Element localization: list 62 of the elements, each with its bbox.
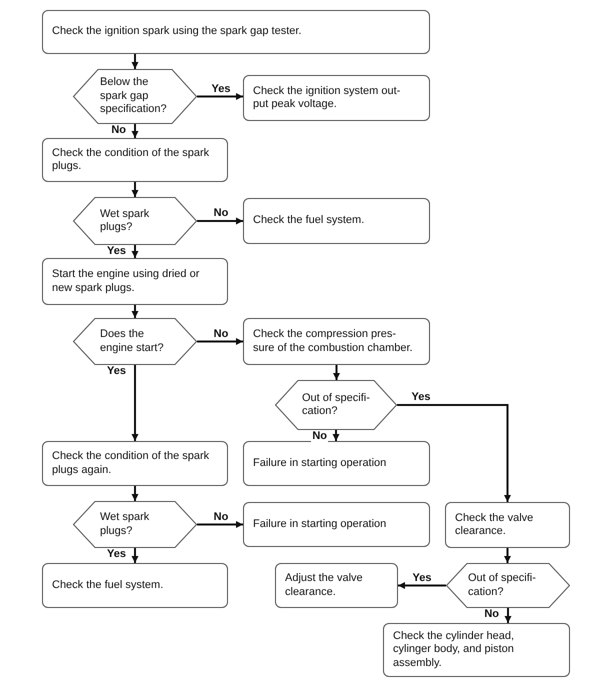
arrow — [132, 365, 138, 441]
process-box — [42, 563, 228, 608]
step-text: Failure in starting operation — [253, 456, 386, 470]
process-box — [42, 10, 430, 54]
arrow — [132, 245, 138, 258]
process-box — [42, 138, 228, 182]
edge-label: No — [212, 328, 230, 340]
step-text: Check the fuel system. — [52, 578, 164, 592]
arrow — [132, 486, 138, 501]
step-text: Check the cylinder head, cylinger body, and piston assembly. — [393, 630, 516, 670]
process-box — [42, 441, 228, 486]
arrow — [132, 54, 138, 69]
step-text: Check the condition of the spark plugs. — [52, 146, 210, 174]
edge-label: No — [110, 125, 127, 136]
process-box — [243, 441, 430, 486]
edge-label: No — [311, 431, 328, 442]
edge-label: Yes — [106, 246, 127, 257]
step-text: Check the fuel system. — [253, 214, 364, 228]
step-text: Check the condition of the spark plugs again. — [52, 450, 210, 477]
process-box — [275, 563, 398, 608]
edge-label: Yes — [412, 572, 432, 584]
arrow — [398, 582, 446, 589]
arrow — [504, 608, 512, 623]
process-box — [243, 75, 430, 121]
process-box — [243, 198, 430, 244]
process-box — [243, 502, 430, 547]
edge-label: Yes — [210, 84, 232, 94]
step-text: Failure in starting operation — [253, 518, 386, 532]
edge-label: No — [483, 609, 500, 620]
edge-label: Yes — [106, 549, 127, 560]
process-box — [383, 623, 570, 677]
process-box — [445, 502, 570, 548]
arrow — [132, 548, 138, 563]
process-box — [42, 258, 228, 305]
question-text: Out of specifi- cation? — [302, 392, 371, 418]
edge-label: Yes — [410, 392, 432, 403]
arrow — [197, 218, 243, 224]
step-text: Check the ignition spark using the spark gap tester. — [52, 25, 302, 39]
arrow — [332, 430, 340, 441]
question-text: Does the engine start? — [100, 328, 165, 355]
edge-label: No — [212, 512, 230, 522]
arrow — [504, 548, 511, 563]
arrow — [333, 365, 340, 380]
question-text: Below the spark gap specification? — [100, 76, 168, 117]
step-text: Adjust the valve clearance. — [285, 572, 364, 599]
question-text: Wet spark plugs? — [100, 511, 150, 538]
arrow — [197, 521, 243, 528]
question-text: Wet spark plugs? — [100, 208, 150, 234]
process-box — [243, 318, 430, 365]
arrow — [132, 124, 138, 138]
arrow — [197, 93, 243, 100]
arrow — [132, 305, 138, 318]
arrow — [197, 338, 243, 345]
step-text: Start the engine using dried or new spark plugs. — [52, 268, 200, 295]
edge-label: Yes — [106, 366, 127, 377]
arrow — [132, 182, 138, 197]
step-text: Check the ignition system out- put peak voltage. — [253, 84, 402, 112]
step-text: Check the compression pres- sure of the combustion chamber. — [253, 328, 414, 355]
step-text: Check the valve clearance. — [455, 512, 534, 538]
question-text: Out of specifi- cation? — [468, 572, 537, 599]
edge-label: No — [212, 208, 230, 219]
arrow — [397, 404, 511, 502]
